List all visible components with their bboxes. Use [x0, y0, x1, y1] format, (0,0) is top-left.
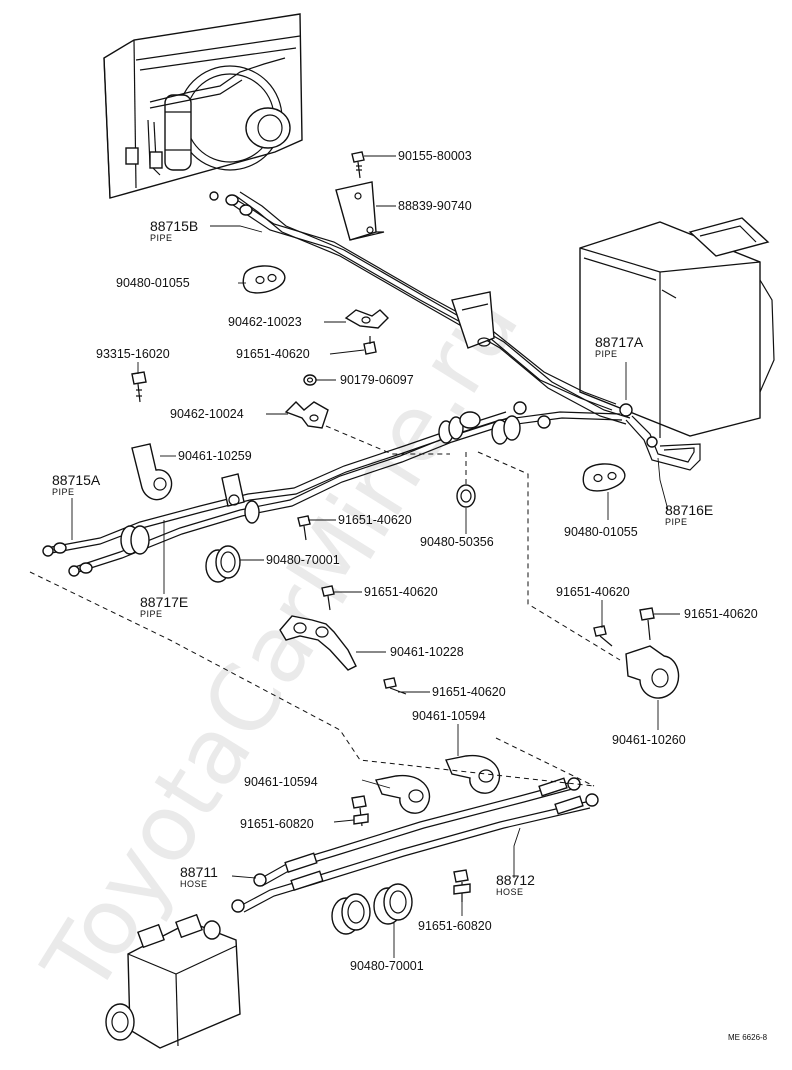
- callout-88712-sub: HOSE: [496, 887, 524, 897]
- callout-90480-70001-b: 90480-70001: [350, 959, 424, 973]
- callout-88712: 88712: [496, 872, 535, 888]
- callout-88717A: 88717A: [595, 334, 644, 350]
- bolt-91651-c-drawing: [321, 585, 335, 611]
- evaporator-unit-drawing: [579, 217, 775, 438]
- callout-91651-40620-a: 91651-40620: [236, 347, 310, 361]
- grommet-90480-70001-a-drawing: [205, 545, 241, 583]
- callout-90480-50356: 90480-50356: [420, 535, 494, 549]
- compressor-drawing: [105, 913, 241, 1049]
- grommet-90480-70001-b-drawing: [331, 883, 413, 935]
- clamp-90461-10259-drawing: [131, 443, 245, 507]
- callout-90480-70001-a: 90480-70001: [266, 553, 340, 567]
- bolt-90155-drawing: [351, 151, 365, 179]
- callout-90461-10594-b: 90461-10594: [244, 775, 318, 789]
- callout-88711: 88711: [180, 864, 218, 880]
- callout-91651-40620-f: 91651-40620: [432, 685, 506, 699]
- clamp-90462-10024-drawing: [284, 401, 329, 429]
- bolt-91651-f-drawing: [383, 677, 407, 695]
- hose-88711-88712-drawing: [231, 777, 599, 913]
- callout-90461-10260: 90461-10260: [612, 733, 686, 747]
- callout-90155-80003: 90155-80003: [398, 149, 472, 163]
- pipe-grommets-drawing: [120, 401, 551, 555]
- bracket-90461-10228-drawing: [279, 615, 357, 671]
- nut-90179-drawing: [303, 374, 317, 386]
- callout-90462-10023: 90462-10023: [228, 315, 302, 329]
- callout-91651-60820-a: 91651-60820: [240, 817, 314, 831]
- callout-88716E-sub: PIPE: [665, 517, 688, 527]
- diagram-code: ME 6626-8: [728, 1033, 768, 1042]
- callout-88715B: 88715B: [150, 218, 198, 234]
- callout-88715A: 88715A: [52, 472, 101, 488]
- bolt-93315-drawing: [131, 371, 147, 403]
- bracket-88839-drawing: [335, 181, 385, 241]
- callout-90461-10228: 90461-10228: [390, 645, 464, 659]
- clamp-90461-10260-drawing: [593, 607, 680, 699]
- callout-91651-40620-e: 91651-40620: [684, 607, 758, 621]
- assembly-dashed-lines: [29, 425, 621, 787]
- pipe-88716E-drawing: [619, 403, 701, 471]
- callout-88716E: 88716E: [665, 502, 713, 518]
- callout-88715A-sub: PIPE: [52, 487, 75, 497]
- bolt-91651-b-drawing: [297, 515, 311, 541]
- callout-88839-90740: 88839-90740: [398, 199, 472, 213]
- callout-93315-16020: 93315-16020: [96, 347, 170, 361]
- grommet-90480-50356-drawing: [456, 484, 476, 508]
- bolt-91651-a-drawing: [363, 336, 377, 355]
- clamp-90462-10023-drawing: [344, 309, 389, 329]
- callout-88717E: 88717E: [140, 594, 188, 610]
- callout-90461-10594-a: 90461-10594: [412, 709, 486, 723]
- callout-90461-10259: 90461-10259: [178, 449, 252, 463]
- callout-91651-60820-b: 91651-60820: [418, 919, 492, 933]
- leader-lines: [71, 155, 680, 958]
- bolt-91651-60820-a-drawing: [351, 795, 369, 827]
- callout-90462-10024: 90462-10024: [170, 407, 244, 421]
- callout-91651-40620-b: 91651-40620: [338, 513, 412, 527]
- callout-90480-01055-a: 90480-01055: [116, 276, 190, 290]
- callout-88711-sub: HOSE: [180, 879, 208, 889]
- callout-91651-40620-c: 91651-40620: [364, 585, 438, 599]
- bolt-91651-60820-b-drawing: [453, 869, 471, 902]
- condenser-unit-drawing: [103, 13, 303, 199]
- callout-labels: 90155-80003 88839-90740 88715B PIPE 9048…: [52, 149, 758, 973]
- callout-88715B-sub: PIPE: [150, 233, 173, 243]
- grommet-90480-01055-lower-drawing: [582, 463, 626, 492]
- callout-90179-06097: 90179-06097: [340, 373, 414, 387]
- callout-90480-01055-b: 90480-01055: [564, 525, 638, 539]
- callout-88717E-sub: PIPE: [140, 609, 163, 619]
- callout-88717A-sub: PIPE: [595, 349, 618, 359]
- pipe-88715B-drawing: [209, 191, 631, 425]
- grommet-90480-01055-upper-drawing: [242, 265, 286, 294]
- pipe-bracket-drawing: [451, 291, 495, 349]
- callout-91651-40620-d: 91651-40620: [556, 585, 630, 599]
- clamp-90461-10594-drawing: [375, 754, 501, 814]
